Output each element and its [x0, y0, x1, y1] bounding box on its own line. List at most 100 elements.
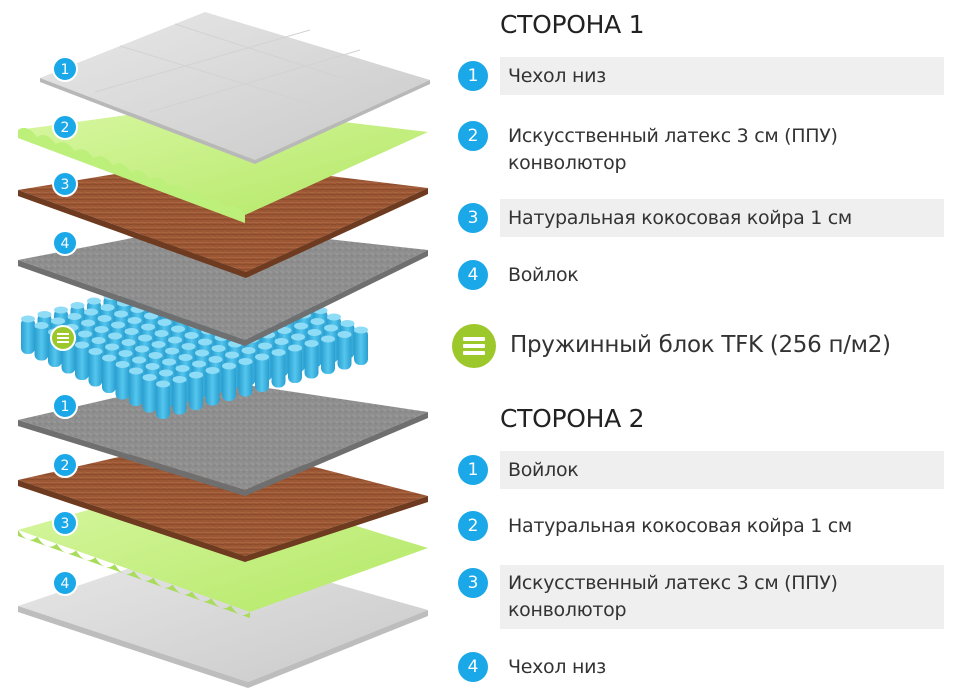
spring-cylinder: [337, 333, 352, 370]
spring-top: [154, 330, 169, 337]
side1-row-1: 1 Чехол низ: [452, 57, 944, 95]
layer-coir-bottom: [18, 438, 428, 562]
spring-cylinder: [75, 344, 89, 380]
layer-latex-top: [18, 105, 428, 223]
spring-top: [129, 367, 143, 375]
spring-cylinder: [115, 363, 130, 400]
svg-text:1: 1: [61, 399, 70, 415]
layer-badge-s1-2: 2: [52, 114, 78, 140]
spring-top: [271, 349, 286, 356]
spring-top: [94, 326, 109, 333]
spring-cylinder: [156, 383, 170, 419]
layer-label: Натуральная кокосовая койра 1 см: [500, 199, 944, 237]
spring-top: [198, 338, 212, 346]
layer-badge-s1-3: 3: [52, 171, 78, 197]
spring-top: [88, 348, 103, 355]
spring-top: [141, 323, 155, 331]
svg-text:3: 3: [61, 516, 70, 532]
spring-top: [208, 356, 223, 363]
spring-top: [274, 338, 289, 345]
layer-label: Искусственный латекс 3 см (ППУ) конволют…: [508, 125, 838, 174]
spring-top: [75, 341, 89, 349]
spring-cylinder: [129, 370, 143, 406]
spring-top: [142, 374, 157, 381]
layer-cover-bottom: [18, 545, 428, 688]
svg-text:4: 4: [61, 236, 70, 252]
spring-cylinder: [238, 360, 253, 397]
svg-text:4: 4: [61, 576, 70, 592]
spring-top: [238, 358, 253, 365]
layer-badge-s2-3: 3: [52, 510, 78, 536]
spring-top: [151, 341, 166, 348]
spring-top: [84, 308, 98, 316]
spring-top: [135, 345, 149, 353]
spring-top: [222, 362, 236, 370]
number-badge: 2: [458, 121, 488, 151]
spring-top: [288, 344, 302, 352]
spring-cylinder: [354, 329, 368, 365]
spring-top: [192, 360, 206, 368]
spring-top: [114, 310, 128, 318]
spring-top: [51, 317, 65, 325]
spring-top: [108, 332, 122, 340]
spring-top: [171, 325, 185, 333]
svg-text:2: 2: [61, 458, 70, 474]
spring-top: [156, 380, 170, 388]
spring-top: [157, 319, 172, 326]
spring-top: [81, 319, 95, 327]
svg-text:1: 1: [61, 62, 70, 78]
layer-badge-s2-2: 2: [52, 452, 78, 478]
spring-top: [162, 358, 176, 366]
number-badge: 3: [458, 203, 488, 233]
spring-top: [291, 333, 305, 341]
side2-title: СТОРОНА 2: [500, 404, 645, 433]
spring-top: [100, 304, 115, 311]
spring-top: [175, 365, 190, 372]
spring-top: [118, 350, 133, 357]
spring-top: [184, 332, 199, 339]
spring-top: [310, 318, 325, 325]
spring-top: [321, 335, 335, 343]
spring-cylinder: [288, 347, 302, 383]
spring-top: [241, 347, 256, 354]
spring-cylinder: [222, 365, 236, 401]
spring-top: [97, 315, 112, 322]
spring-cylinder: [142, 376, 157, 413]
spring-top: [354, 326, 368, 334]
layer-label: Натуральная кокосовая койра 1 см: [508, 514, 852, 537]
number-badge: 2: [458, 511, 488, 541]
number-badge: 1: [458, 455, 488, 485]
layer-label: Войлок: [508, 263, 579, 286]
spring-top: [181, 343, 196, 350]
spring-cylinder: [172, 378, 187, 415]
number-badge: 3: [458, 568, 488, 598]
spring-cylinder: [304, 342, 319, 379]
spring-top: [145, 363, 160, 370]
spring-cylinder: [102, 357, 116, 393]
spring-top: [211, 345, 226, 352]
side1-row-2: 2 Искусственный латекс 3 см (ППУ) конвол…: [452, 118, 944, 182]
spring-top: [148, 352, 163, 359]
spring-top: [205, 367, 220, 374]
spring-cylinder: [255, 356, 269, 392]
spring-top: [165, 347, 179, 355]
spring-block-icon: [452, 324, 496, 368]
spring-top: [168, 336, 182, 344]
spring-cylinder: [88, 350, 103, 387]
side1-row-4: 4 Войлок: [452, 256, 944, 294]
layer-coir-top: [18, 160, 428, 278]
spring-top: [127, 317, 142, 324]
spring-top: [327, 313, 341, 321]
spring-cylinder: [189, 374, 203, 410]
side2-row-4: 4 Чехол низ: [452, 648, 944, 686]
spring-cylinder: [34, 324, 49, 361]
mattress-layers-illustration: 1 2 3 4 1 2 3 4: [18, 12, 430, 688]
spring-top: [102, 354, 116, 362]
spring-top: [258, 342, 272, 350]
side1-row-3: 3 Натуральная кокосовая койра 1 см: [452, 199, 944, 237]
number-badge: 4: [458, 652, 488, 682]
layer-badge-s1-1: 1: [52, 56, 78, 82]
spring-block-label: Пружинный блок TFK (256 п/м2): [510, 332, 891, 358]
spring-top: [105, 343, 119, 351]
layer-badge-s2-4: 4: [52, 570, 78, 596]
